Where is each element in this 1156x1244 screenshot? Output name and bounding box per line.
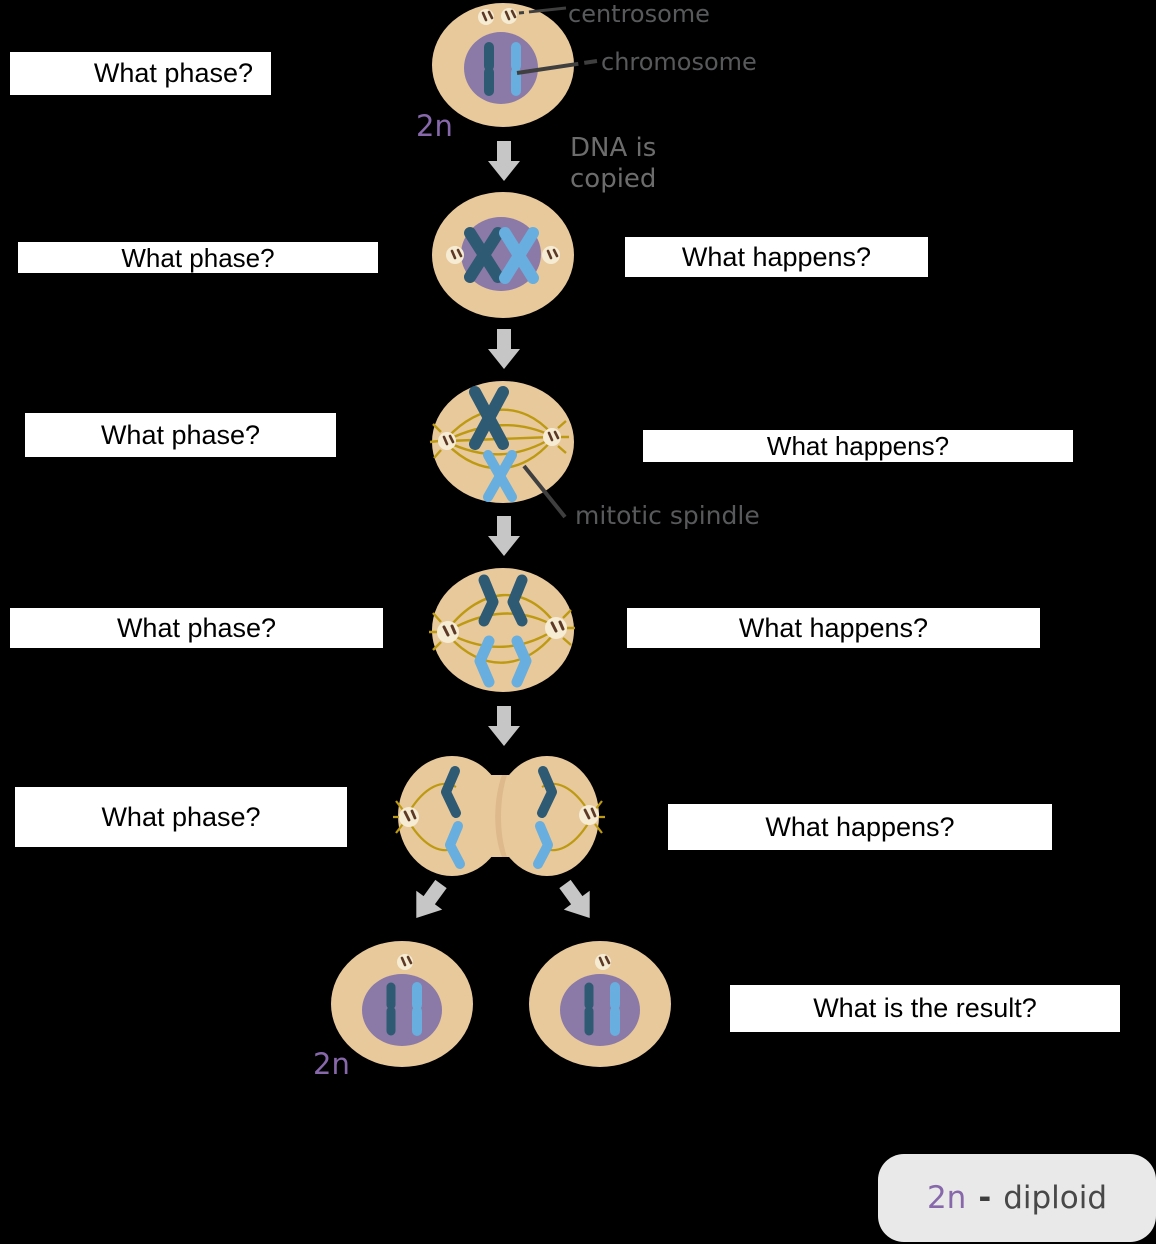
happens-question-label: What happens? <box>681 241 872 272</box>
happens-question-box-5: What happens? <box>668 804 1052 850</box>
chromosome-label: chromosome <box>601 48 757 76</box>
arrow-down-left <box>416 879 447 918</box>
phase-question-label: What phase? <box>101 801 261 832</box>
centrosome-right <box>543 428 561 446</box>
chromatid-light-right <box>511 635 532 688</box>
phase-question-label: What phase? <box>100 419 261 450</box>
arrow-down-1 <box>488 141 520 181</box>
centrosome-pointer-line <box>518 6 567 15</box>
arrow-down-right <box>559 879 590 918</box>
centrosome-right <box>545 617 567 639</box>
chromosome-pointer-line <box>516 59 598 75</box>
result-question-label: What is the result? <box>813 993 1037 1023</box>
legend-ploidy-symbol: 2n <box>926 1180 967 1216</box>
cell-interphase-g1 <box>432 3 598 127</box>
centrosome-left <box>438 432 456 450</box>
cell-prometaphase <box>429 381 574 519</box>
phase-question-label: What phase? <box>116 612 277 643</box>
phase-question-label: What phase? <box>121 242 275 273</box>
daughter-cell-left <box>331 941 473 1067</box>
centrosome-left <box>446 246 464 264</box>
mitotic-spindle-pointer-line <box>522 464 567 519</box>
happens-question-label: What happens? <box>766 431 950 461</box>
chromosome-dark-x <box>469 386 509 450</box>
chromatid-dark-left <box>478 574 499 627</box>
chromosome-light-left <box>445 821 465 869</box>
chromatid-light-left <box>474 635 495 688</box>
chromosome-dark-left <box>441 766 461 818</box>
cell-interphase-s <box>432 192 574 318</box>
mitotic-spindle-label: mitotic spindle <box>575 501 760 530</box>
ploidy-label-top: 2n <box>416 109 453 143</box>
happens-question-box-2: What happens? <box>625 237 928 277</box>
dna-copied-line2: copied <box>570 163 657 194</box>
happens-question-label: What happens? <box>765 811 955 842</box>
phase-question-box-3: What phase? <box>25 413 336 457</box>
happens-question-label: What happens? <box>738 612 929 643</box>
centrosome-label: centrosome <box>568 0 710 28</box>
phase-question-box-1: What phase? <box>10 52 271 95</box>
centrosome-right <box>542 246 560 264</box>
cell-telophase-cytokinesis <box>393 756 605 876</box>
happens-question-box-3: What happens? <box>643 430 1073 462</box>
arrow-down-2 <box>488 329 520 369</box>
centrosome-pair <box>478 8 517 25</box>
phase-question-box-2: What phase? <box>18 242 378 273</box>
legend-separator: - <box>978 1180 992 1216</box>
ploidy-label-bottom: 2n <box>313 1047 350 1081</box>
result-question-box: What is the result? <box>730 985 1120 1032</box>
daughter-cell-right <box>529 941 671 1067</box>
dna-copied-line1: DNA is <box>570 133 657 163</box>
happens-question-box-4: What happens? <box>627 608 1040 648</box>
spindle-fibers <box>429 593 575 664</box>
centrosome-left <box>399 807 419 827</box>
chromosome-dark-right <box>537 766 557 818</box>
arrow-down-3 <box>488 516 520 556</box>
chromosome-light-x <box>483 450 517 502</box>
phase-question-box-4: What phase? <box>10 608 383 648</box>
centrosome <box>595 954 611 970</box>
centrosome <box>397 954 413 970</box>
centrosome-right <box>579 805 599 825</box>
chromosome-dark-x <box>464 227 504 283</box>
phase-question-label: What phase? <box>93 58 253 88</box>
chromosome-light-x <box>499 227 539 284</box>
cell-anaphase <box>429 568 575 692</box>
chromosome-light-right <box>533 821 553 869</box>
legend-meaning: diploid <box>1003 1180 1108 1216</box>
centrosome-left <box>437 621 459 643</box>
chromatid-dark-right <box>507 574 528 627</box>
arrow-down-4 <box>488 706 520 746</box>
dna-copied-label: DNA is copied <box>570 133 656 194</box>
legend-diploid: 2n - diploid <box>878 1154 1156 1242</box>
cleavage-furrow <box>495 775 507 857</box>
phase-question-box-5: What phase? <box>15 787 347 847</box>
